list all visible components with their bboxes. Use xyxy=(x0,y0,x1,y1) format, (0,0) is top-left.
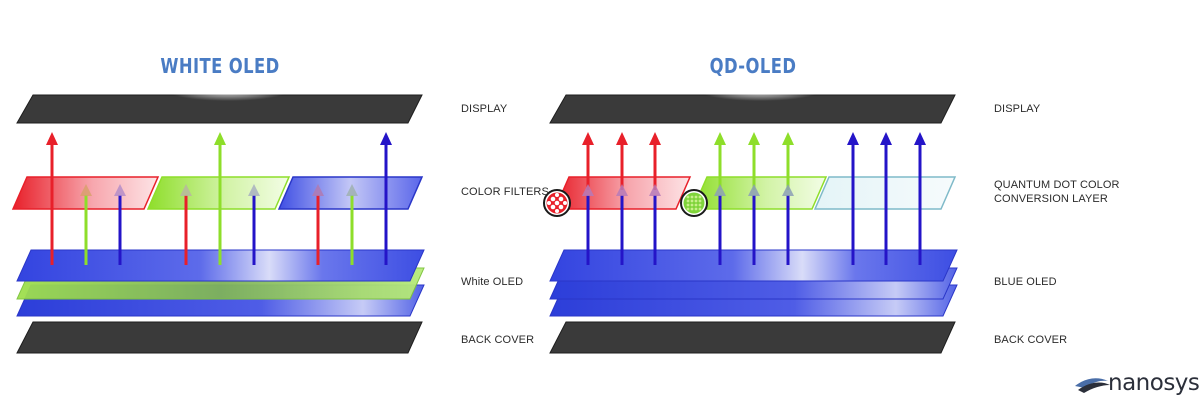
right-qd-layer-label-line2: CONVERSION LAYER xyxy=(994,193,1108,205)
display-panel xyxy=(549,94,956,124)
left-display-label: DISPLAY xyxy=(461,103,508,115)
left-white-oled-label: White OLED xyxy=(461,276,524,288)
right-back-cover-label: BACK COVER xyxy=(994,334,1068,346)
right-display-label: DISPLAY xyxy=(994,103,1041,115)
blue-qd-light-arrows xyxy=(847,132,926,265)
nanosys-logo-mark xyxy=(1075,378,1110,393)
back-cover-panel xyxy=(549,321,956,354)
left-color-filters-label: COLOR FILTERS xyxy=(461,186,549,198)
left-back-cover-label: BACK COVER xyxy=(461,334,535,346)
qd-oled-title: QD-OLED xyxy=(709,54,797,78)
white-oled-title: WHITE OLED xyxy=(160,54,280,78)
green-qd-light-arrows xyxy=(714,132,794,265)
display-glow xyxy=(700,88,820,108)
qd-oled-stack xyxy=(543,88,958,354)
right-blue-oled-label: BLUE OLED xyxy=(994,276,1057,288)
green-qd-layer xyxy=(691,176,828,210)
green-quantum-dot-icon xyxy=(680,189,708,217)
display-panel xyxy=(16,94,423,124)
back-cover-panel xyxy=(16,321,423,354)
blue-filter-light-arrows xyxy=(312,132,392,265)
blue-oled-layer-top xyxy=(549,249,958,282)
red-quantum-dot-icon xyxy=(543,189,571,217)
right-qd-layer-label-line1: QUANTUM DOT COLOR xyxy=(994,179,1120,191)
red-filter-light-arrows xyxy=(46,132,126,265)
nanosys-logo: nanosys xyxy=(1072,370,1200,396)
display-glow xyxy=(168,88,288,108)
white-oled-stack xyxy=(11,88,425,354)
red-qd-light-arrows xyxy=(582,132,661,265)
green-filter-light-arrows xyxy=(180,132,260,265)
nanosys-logo-text: nanosys xyxy=(1108,370,1200,396)
